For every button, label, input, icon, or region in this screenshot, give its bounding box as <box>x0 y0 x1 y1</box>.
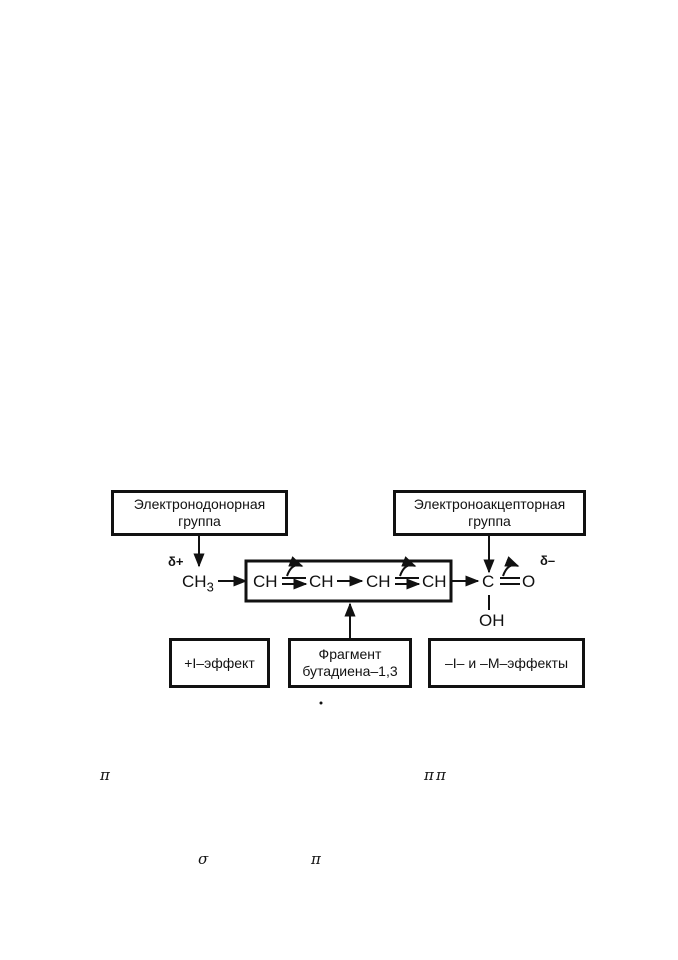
sigma-symbol: σ <box>198 850 209 868</box>
ch-atom-2: CH <box>309 572 334 591</box>
hydroxyl-group: OH <box>479 611 505 630</box>
i-effect-label: +I–эффект <box>184 654 255 671</box>
acceptor-group-box: Электроноакцепторная группа <box>393 490 586 536</box>
pi-symbol-2: π <box>424 766 434 784</box>
ch-atom-3: CH <box>366 572 391 591</box>
curved-arrow-co <box>502 556 520 577</box>
stray-dot <box>319 701 323 705</box>
ch-atom-4: CH <box>422 572 447 591</box>
acceptor-line2: группа <box>468 513 511 529</box>
ch3-subscript: 3 <box>206 579 214 595</box>
donor-group-box: Электронодонорная группа <box>111 490 288 536</box>
carbon-atom: C <box>482 572 495 591</box>
conjugated-chain-box <box>244 559 453 603</box>
pi-symbol-3: π <box>436 766 446 784</box>
donor-line2: группа <box>178 513 221 529</box>
curved-arrow-2 <box>399 556 417 577</box>
pi-symbol-1: π <box>100 766 110 784</box>
ch-atom-1: CH <box>253 572 278 591</box>
donor-line1: Электронодонорная <box>133 496 266 512</box>
methyl-group: CH3 <box>182 572 214 594</box>
butadiene-fragment-box: Фрагмент бутадиена–1,3 <box>288 638 412 688</box>
ch3-main: CH <box>182 572 207 591</box>
im-effects-label: –I– и –M–эффекты <box>444 654 569 671</box>
delta-plus: δ+ <box>168 554 184 569</box>
delta-minus: δ– <box>540 553 556 568</box>
im-effects-box: –I– и –M–эффекты <box>428 638 585 688</box>
i-effect-box: +I–эффект <box>169 638 270 688</box>
fragment-line2: бутадиена–1,3 <box>302 663 398 679</box>
acceptor-line1: Электроноакцепторная <box>413 496 566 512</box>
fragment-line1: Фрагмент <box>318 646 382 662</box>
curved-arrow-1 <box>286 556 304 577</box>
pi-symbol-4: π <box>311 850 321 868</box>
oxygen-atom: O <box>522 572 536 591</box>
